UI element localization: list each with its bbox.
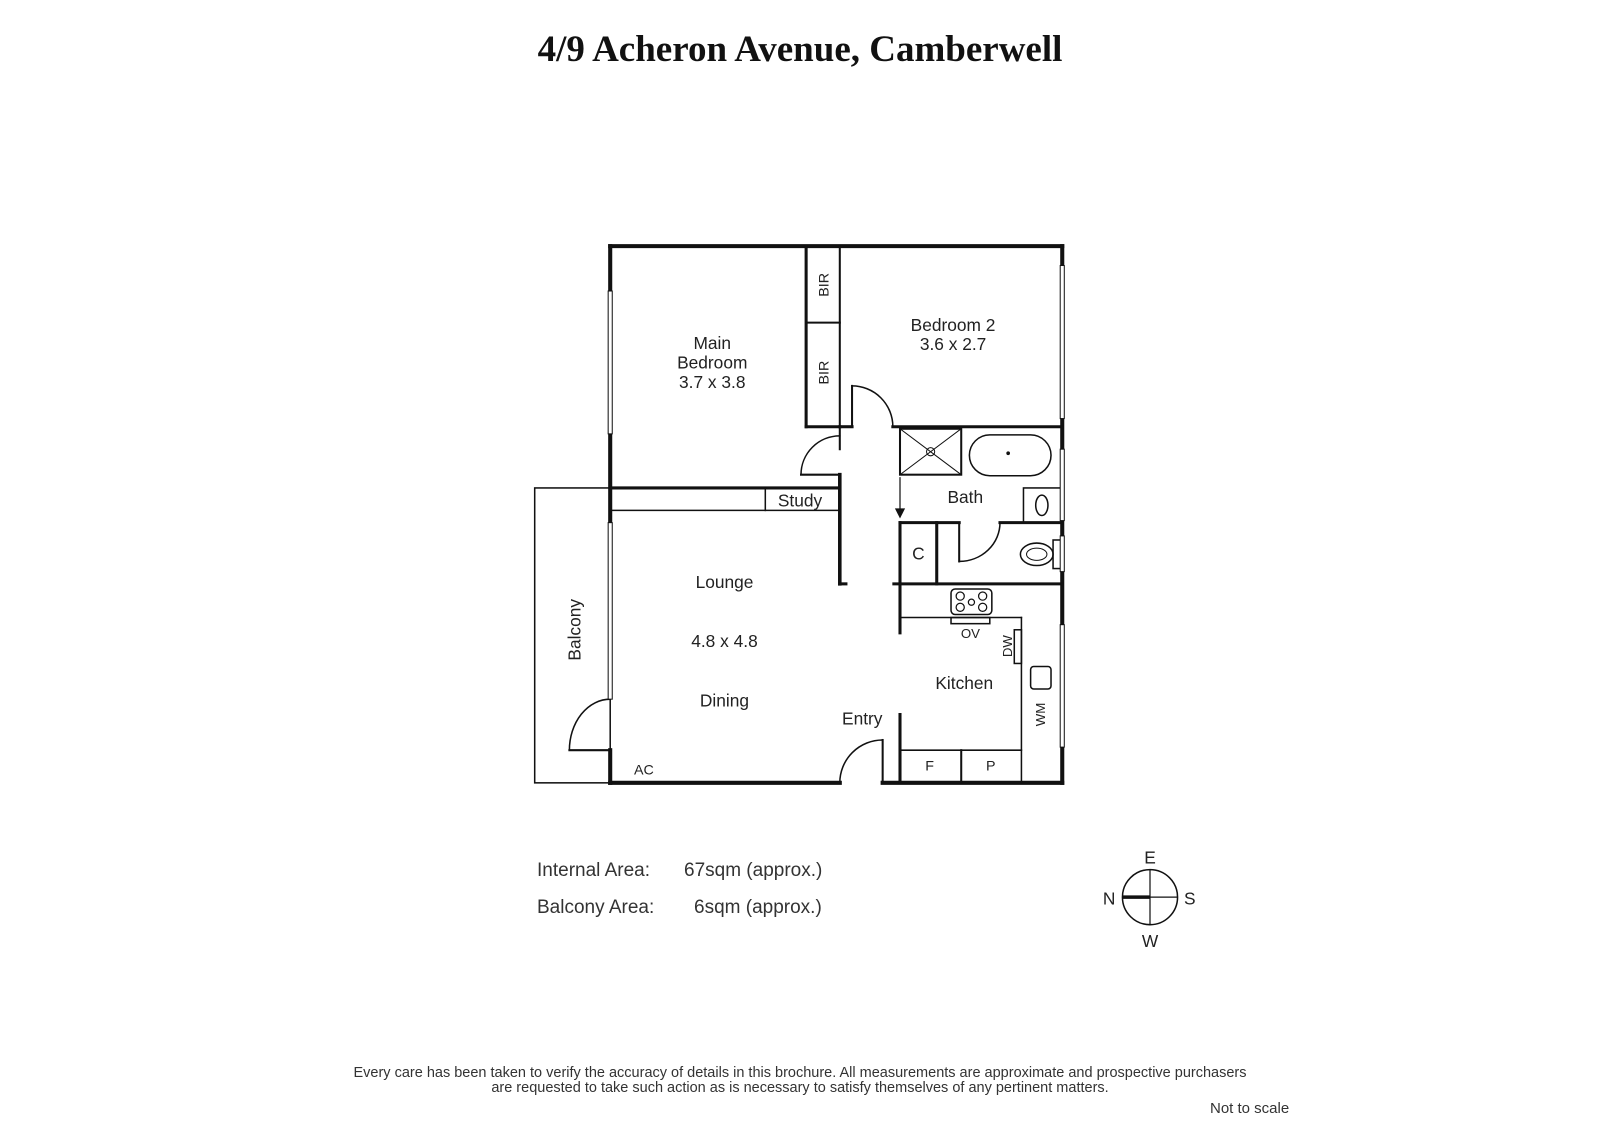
main-bedroom-label: Bedroom xyxy=(677,353,747,373)
bedroom2-size: 3.6 x 2.7 xyxy=(920,334,986,354)
balcony-label: Balcony xyxy=(565,599,585,661)
pantry-label: P xyxy=(986,759,996,775)
bath-door-arrow-icon xyxy=(894,508,906,519)
window xyxy=(1059,448,1065,522)
lounge-size: 4.8 x 4.8 xyxy=(691,631,757,651)
dining-label: Dining xyxy=(700,690,749,710)
burner xyxy=(977,602,988,613)
window xyxy=(1059,624,1065,748)
burner xyxy=(955,602,965,613)
dishwasher xyxy=(1013,629,1023,665)
burner xyxy=(955,591,965,601)
washing-machine-label: WM xyxy=(1033,703,1048,727)
oven-label: OV xyxy=(961,626,980,641)
internal-area-label: Internal Area: xyxy=(537,860,651,881)
basin xyxy=(1034,494,1049,517)
bedroom2-label: Bedroom 2 xyxy=(911,315,996,335)
ac-label: AC xyxy=(634,763,654,779)
windows xyxy=(607,264,1065,748)
lounge-label: Lounge xyxy=(696,572,754,592)
bath-door-swing xyxy=(958,521,1001,563)
compass-east: E xyxy=(1144,847,1156,867)
bathtub-drain xyxy=(1006,451,1010,456)
balcony-area-value: 6sqm (approx.) xyxy=(694,897,822,918)
bir-label: BIR xyxy=(817,273,833,297)
compass: E N S W xyxy=(1103,847,1196,951)
bedroom2-door-swing xyxy=(851,385,894,428)
compass-north: N xyxy=(1103,888,1116,908)
main-bedroom-size: 3.7 x 3.8 xyxy=(679,372,745,392)
main-bedroom-door-swing xyxy=(800,435,841,476)
window xyxy=(1059,535,1065,573)
room-labels: Main Bedroom 3.7 x 3.8 Bedroom 2 3.6 x 2… xyxy=(565,273,1048,779)
window xyxy=(1059,264,1065,420)
shower-drain-icon xyxy=(926,447,936,457)
kitchen-label: Kitchen xyxy=(935,673,993,693)
property-title: 4/9 Acheron Avenue, Camberwell xyxy=(537,29,1063,70)
shower-tray xyxy=(898,427,963,476)
entry-label: Entry xyxy=(842,709,883,729)
oven xyxy=(950,616,991,625)
balcony-door-swing xyxy=(568,698,611,751)
disclaimer: Every care has been taken to verify the … xyxy=(200,1066,1400,1096)
toilet-seat xyxy=(1026,547,1048,561)
shower-cross xyxy=(899,428,962,476)
main-bedroom-label: Main xyxy=(693,333,731,353)
disclaimer-line: Every care has been taken to verify the … xyxy=(353,1065,1247,1081)
not-to-scale-note: Not to scale xyxy=(1210,1100,1290,1117)
fridge-label: F xyxy=(925,759,934,775)
toilet xyxy=(1019,542,1054,567)
bathtub xyxy=(968,434,1052,477)
burner xyxy=(977,591,988,601)
balcony-area-label: Balcony Area: xyxy=(537,897,655,918)
cooktop-icon xyxy=(950,588,993,616)
disclaimer-line: are requested to take such action as is … xyxy=(491,1080,1109,1096)
burner xyxy=(967,598,976,606)
bir-label: BIR xyxy=(817,361,833,385)
internal-area-row: Internal Area: 67sqm (approx.) xyxy=(537,860,822,882)
bath-label: Bath xyxy=(947,487,983,507)
washing-machine xyxy=(1029,665,1052,690)
compass-south: S xyxy=(1184,888,1196,908)
window xyxy=(607,290,613,435)
cupboard-label: C xyxy=(912,543,925,563)
compass-west: W xyxy=(1142,931,1159,951)
internal-area-value: 67sqm (approx.) xyxy=(684,860,823,881)
window xyxy=(607,522,613,700)
study-label: Study xyxy=(778,490,823,510)
entry-door-swing xyxy=(839,739,884,784)
dishwasher-label: DW xyxy=(1000,635,1015,658)
balcony-area-row: Balcony Area: 6sqm (approx.) xyxy=(537,897,822,919)
vanity xyxy=(1022,487,1064,524)
